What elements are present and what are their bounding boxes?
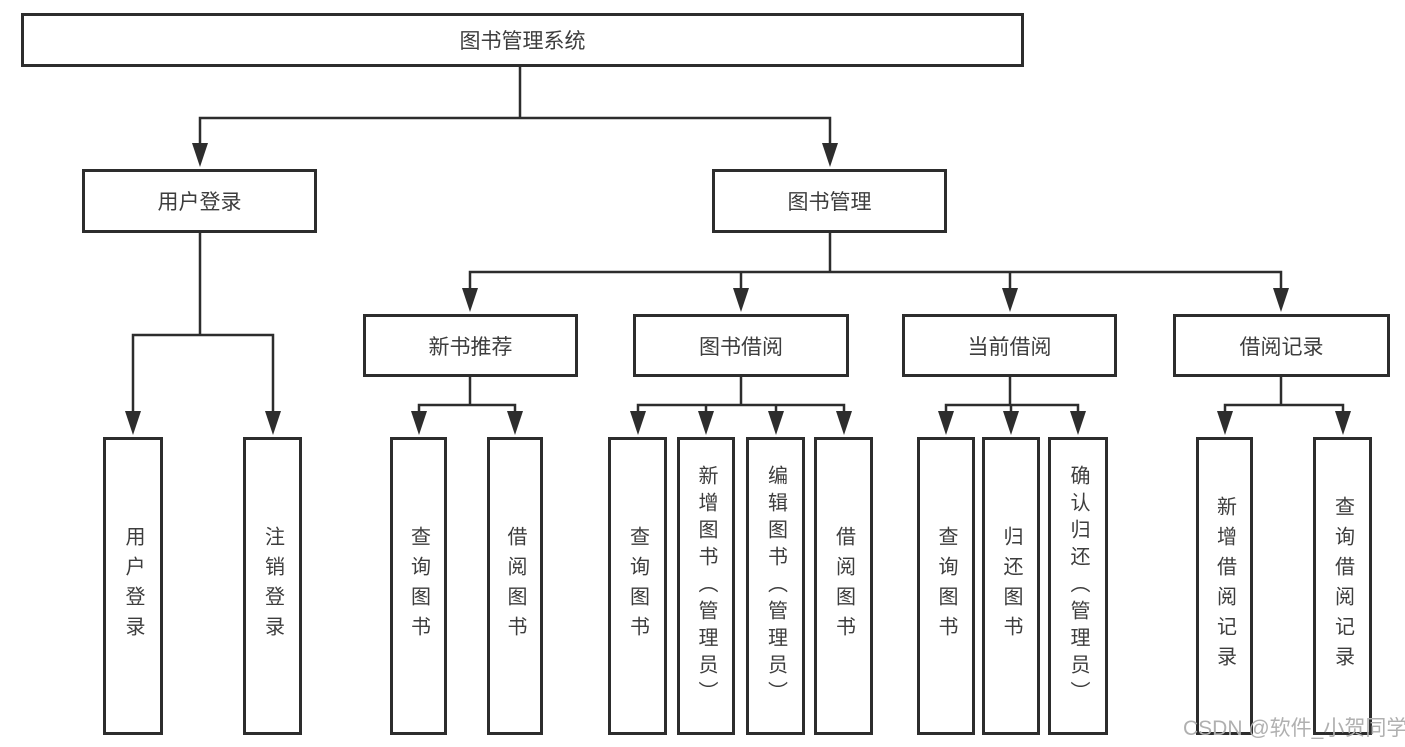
node-new-book-recommendation: 新书推荐 — [363, 314, 578, 377]
leaf-borrow-books-1: 借阅图书 — [487, 437, 543, 735]
leaf-confirm-return-admin-label: 确认归还（管理员） — [1067, 464, 1089, 708]
leaf-query-borrow-record-label: 查询借阅记录 — [1331, 496, 1354, 676]
leaf-query-books-3: 查询图书 — [917, 437, 975, 735]
node-book-borrowing-label: 图书借阅 — [699, 335, 783, 359]
node-user-login: 用户登录 — [82, 169, 317, 233]
leaf-edit-books-admin-label: 编辑图书（管理员） — [764, 464, 787, 708]
csdn-watermark: CSDN @软件_小贺同学 — [1183, 717, 1405, 740]
leaf-query-books-1: 查询图书 — [390, 437, 447, 735]
leaf-query-borrow-record: 查询借阅记录 — [1313, 437, 1372, 735]
leaf-query-books-2: 查询图书 — [608, 437, 667, 735]
leaf-user-login-label: 用户登录 — [122, 526, 144, 646]
leaf-add-borrow-record: 新增借阅记录 — [1196, 437, 1253, 735]
leaf-query-books-2-label: 查询图书 — [626, 526, 649, 646]
leaf-logout-label: 注销登录 — [261, 526, 284, 646]
node-new-book-recommendation-label: 新书推荐 — [428, 335, 513, 359]
node-user-login-label: 用户登录 — [157, 191, 242, 214]
arrowheads — [125, 143, 1351, 435]
leaf-add-books-admin-label: 新增图书（管理员） — [695, 464, 717, 708]
node-current-borrowing: 当前借阅 — [902, 314, 1117, 377]
leaf-query-books-1-label: 查询图书 — [407, 526, 430, 646]
leaf-add-borrow-record-label: 新增借阅记录 — [1213, 496, 1236, 676]
leaf-confirm-return-admin: 确认归还（管理员） — [1048, 437, 1108, 735]
connector-paths — [131, 67, 1345, 413]
node-book-management: 图书管理 — [712, 169, 947, 233]
leaf-query-books-3-label: 查询图书 — [935, 526, 957, 646]
node-borrowing-records: 借阅记录 — [1173, 314, 1390, 377]
leaf-return-books-label: 归还图书 — [1000, 526, 1022, 646]
leaf-logout: 注销登录 — [243, 437, 302, 735]
leaf-borrow-books-2-label: 借阅图书 — [832, 526, 855, 646]
node-borrowing-records-label: 借阅记录 — [1239, 335, 1324, 359]
node-book-borrowing: 图书借阅 — [633, 314, 849, 377]
node-library-management-system: 图书管理系统 — [21, 13, 1024, 67]
leaf-borrow-books-1-label: 借阅图书 — [504, 526, 526, 646]
leaf-edit-books-admin: 编辑图书（管理员） — [746, 437, 805, 735]
node-book-management-label: 图书管理 — [787, 191, 872, 214]
node-current-borrowing-label: 当前借阅 — [967, 335, 1052, 359]
leaf-borrow-books-2: 借阅图书 — [814, 437, 873, 735]
node-library-management-system-label: 图书管理系统 — [459, 30, 586, 53]
leaf-user-login: 用户登录 — [103, 437, 163, 735]
leaf-add-books-admin: 新增图书（管理员） — [677, 437, 735, 735]
leaf-return-books: 归还图书 — [982, 437, 1040, 735]
